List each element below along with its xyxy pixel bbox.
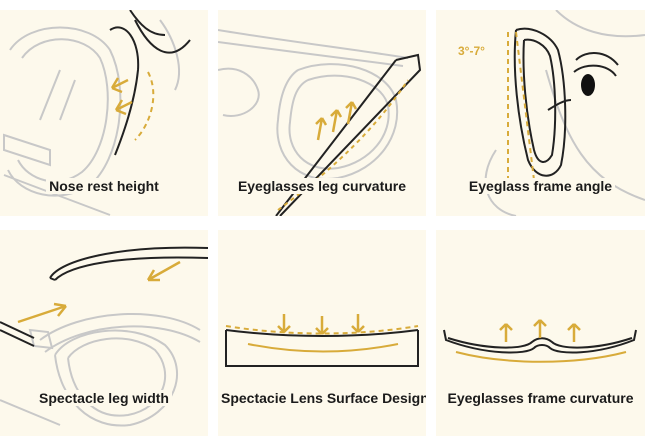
caption-leg-curvature: Eyeglasses leg curvature	[234, 178, 410, 194]
panel-leg-width: Spectacle leg width	[0, 230, 208, 436]
caption-lens-surface: Spectacie Lens Surface Design	[218, 390, 426, 406]
panel-frame-angle: 3°-7° Eyeglass frame angle	[436, 10, 645, 216]
angle-label: 3°-7°	[458, 44, 485, 58]
leg-width-illustration	[0, 246, 208, 427]
panel-leg-curvature: Eyeglasses leg curvature	[218, 10, 426, 216]
caption-nose-rest-height: Nose rest height	[46, 178, 162, 194]
eye-pupil	[581, 74, 595, 96]
panel-lens-surface: Spectacie Lens Surface Design	[218, 230, 426, 436]
nose-rest-illustration	[3, 10, 191, 216]
lens-surface-illustration	[225, 314, 419, 367]
panel-frame-curvature: Eyeglasses frame curvature	[436, 230, 645, 436]
caption-frame-curvature: Eyeglasses frame curvature	[444, 390, 637, 406]
frame-angle-illustration	[484, 10, 645, 216]
panel-nose-rest-height: Nose rest height	[0, 10, 208, 216]
caption-frame-angle: Eyeglass frame angle	[465, 178, 616, 194]
caption-leg-width: Spectacle leg width	[36, 390, 172, 406]
frame-curvature-illustration	[443, 319, 637, 363]
leg-curvature-illustration	[218, 29, 422, 216]
